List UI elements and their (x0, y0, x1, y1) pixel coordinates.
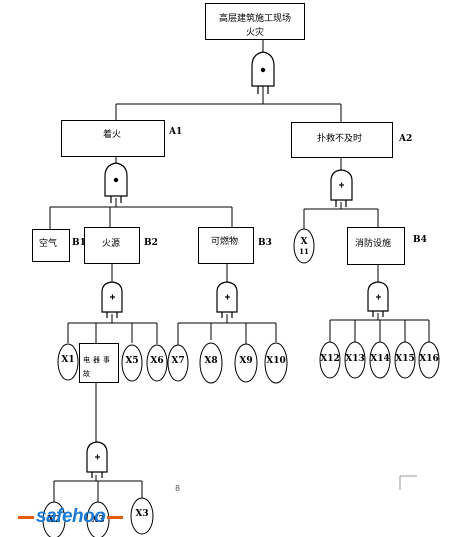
basic-event-bottom-1 (42, 501, 66, 537)
basic-event-x5-label: X5 (125, 356, 139, 366)
top-event-line2: 火灾 (246, 28, 265, 38)
event-b3-text: 可燃物 (211, 237, 239, 247)
basic-event-x12-label: X12 (320, 354, 340, 364)
and-gate-b4 (367, 281, 389, 317)
basic-event-bottom-3 (130, 497, 154, 535)
watermark-logo: safehoo (16, 506, 125, 527)
and-gate-electric (86, 441, 108, 478)
basic-event-x14-label: X14 (370, 354, 390, 364)
event-a1-box: 着火 (61, 120, 165, 157)
event-b1-code: B1 (72, 238, 86, 248)
event-b1-text: 空气 (39, 239, 58, 249)
basic-event-x16 (418, 341, 440, 379)
basic-event-x16-label: X16 (419, 354, 439, 364)
event-a2-text: 扑救不及时 (317, 134, 363, 144)
watermark-text: safehoo (36, 506, 106, 527)
basic-event-x6-label: X6 (150, 356, 164, 366)
basic-event-x5 (121, 344, 143, 382)
event-b1-box: 空气 (32, 229, 70, 262)
page-corner-mark (399, 475, 417, 490)
basic-event-bottom-2 (86, 501, 110, 537)
event-b2-code: B2 (144, 238, 158, 248)
event-electric-box: 电器事故 (79, 343, 119, 383)
top-event-box: 高层建筑施工现场 火灾 (205, 3, 305, 40)
page-number: 8 (175, 484, 181, 493)
and-gate-b2 (101, 281, 123, 318)
event-a2-box: 扑救不及时 (291, 122, 393, 158)
or-gate-a1 (104, 162, 128, 203)
event-b2-text: 火源 (102, 239, 121, 249)
event-a2-code: A2 (399, 134, 413, 144)
basic-event-x10-label: X10 (266, 356, 286, 366)
basic-event-x8 (199, 342, 223, 384)
top-event-line1: 高层建筑施工现场 (219, 14, 292, 24)
basic-event-x10 (264, 342, 288, 384)
event-b4-code: B4 (413, 235, 427, 245)
basic-event-bottom-2-label: X3 (91, 515, 105, 525)
basic-event-x15-label: X15 (395, 354, 415, 364)
basic-event-x7-label: X7 (171, 356, 185, 366)
basic-event-x9-label: X9 (239, 356, 253, 366)
event-b4-text: 消防设施 (355, 239, 392, 249)
basic-event-x14 (369, 341, 391, 379)
basic-event-x9 (234, 343, 258, 383)
event-b4-box: 消防设施 (347, 227, 405, 265)
basic-event-x1 (57, 343, 79, 381)
event-b3-box: 可燃物 (198, 227, 254, 264)
event-a1-text: 着火 (103, 130, 122, 140)
event-b2-box: 火源 (84, 227, 140, 264)
basic-event-x1-label: X1 (61, 355, 75, 365)
event-electric-text: 电器事故 (83, 356, 113, 378)
basic-event-bottom-1-label: X2 (47, 515, 61, 525)
basic-event-bottom-3-label: X3 (135, 509, 149, 519)
basic-event-x11 (293, 228, 315, 264)
basic-event-x8-label: X8 (204, 356, 218, 366)
basic-event-x13-label: X13 (345, 354, 365, 364)
and-gate-a2 (330, 169, 353, 207)
basic-event-x13 (344, 341, 366, 379)
basic-event-x12 (319, 341, 341, 379)
event-b3-code: B3 (258, 238, 272, 248)
basic-event-x7 (167, 344, 189, 382)
or-gate-top (251, 51, 275, 94)
and-gate-b3 (216, 281, 238, 318)
event-a1-code: A1 (169, 127, 183, 137)
basic-event-x15 (394, 341, 416, 379)
basic-event-x6 (146, 344, 168, 382)
